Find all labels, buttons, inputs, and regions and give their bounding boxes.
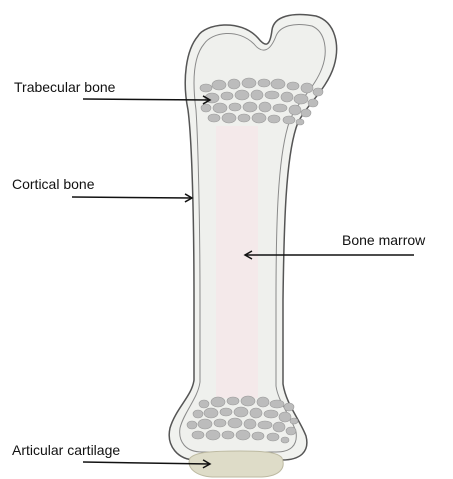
articular-cartilage-label: Articular cartilage (12, 442, 120, 458)
cortical-bone-label: Cortical bone (12, 176, 95, 192)
trabecular-bone-label: Trabecular bone (14, 79, 115, 95)
trabecular-bone-arrow (83, 99, 210, 100)
bone-marrow-cavity (216, 126, 258, 398)
bone-marrow-label: Bone marrow (342, 232, 425, 248)
cortical-bone-arrow (72, 197, 192, 198)
